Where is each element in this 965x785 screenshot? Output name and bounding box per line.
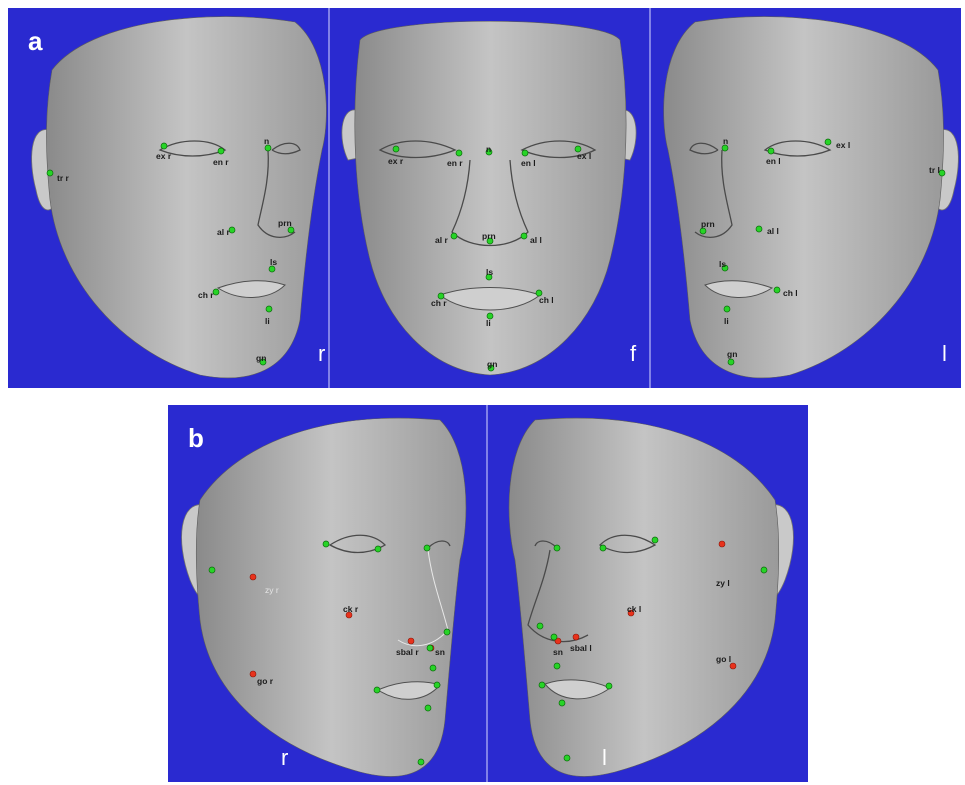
- landmark-point-unlabeled: [434, 682, 440, 688]
- landmark-point-unlabeled: [554, 545, 560, 551]
- landmark-point-li: [724, 306, 730, 312]
- landmark-point-unlabeled: [551, 634, 557, 640]
- landmark-point-unlabeled: [323, 541, 329, 547]
- landmark-label-sn: sn: [435, 647, 445, 657]
- landmark-label-al-l: al l: [767, 226, 779, 236]
- landmark-point-en-r: [456, 150, 462, 156]
- landmark-label-li: li: [265, 316, 270, 326]
- landmark-point-unlabeled: [425, 705, 431, 711]
- landmark-label-go-r: go r: [257, 676, 274, 686]
- landmark-label-ch-l: ch l: [539, 295, 554, 305]
- landmark-label-prn: prn: [701, 219, 715, 229]
- landmark-label-sn: sn: [553, 647, 563, 657]
- landmark-point-unlabeled: [564, 755, 570, 761]
- landmark-point-al-l: [756, 226, 762, 232]
- landmark-label-al-r: al r: [435, 235, 448, 245]
- landmark-label-en-r: en r: [213, 157, 229, 167]
- landmark-point-unlabeled: [554, 663, 560, 669]
- landmark-label-sbal-l: sbal l: [570, 643, 592, 653]
- landmark-label-en-r: en r: [447, 158, 463, 168]
- landmark-point-unlabeled: [375, 546, 381, 552]
- landmark-label-n: n: [723, 136, 728, 146]
- landmark-point-unlabeled: [418, 759, 424, 765]
- view-label-r: r: [281, 745, 288, 770]
- landmark-point-ex-r: [161, 143, 167, 149]
- landmark-point-unlabeled: [537, 623, 543, 629]
- landmark-label-gn: gn: [727, 349, 737, 359]
- landmark-label-al-l: al l: [530, 235, 542, 245]
- landmark-point-gn: [728, 359, 734, 365]
- view-label-r: r: [318, 341, 325, 366]
- landmark-label-en-l: en l: [521, 158, 536, 168]
- panel-label-a: a: [28, 26, 43, 56]
- landmark-label-sbal-r: sbal r: [396, 647, 419, 657]
- landmark-point-unlabeled: [427, 645, 433, 651]
- landmark-point-zy-r: [250, 574, 256, 580]
- landmark-point-unlabeled: [559, 700, 565, 706]
- landmark-point-al-l: [521, 233, 527, 239]
- landmark-point-en-r: [218, 148, 224, 154]
- landmark-label-ck-l: ck l: [627, 604, 641, 614]
- landmark-point-li: [266, 306, 272, 312]
- landmark-point-al-r: [229, 227, 235, 233]
- landmark-label-ex-r: ex r: [156, 151, 172, 161]
- landmark-point-ex-r: [393, 146, 399, 152]
- landmark-point-ch-r: [213, 289, 219, 295]
- landmark-point-unlabeled: [606, 683, 612, 689]
- panel-a: a ex ren rntr: [8, 8, 961, 388]
- landmark-label-li: li: [486, 318, 491, 328]
- landmark-point-zy-l: [719, 541, 725, 547]
- landmark-point-en-l: [768, 148, 774, 154]
- landmark-label-ch-r: ch r: [431, 298, 447, 308]
- landmark-point-unlabeled: [430, 665, 436, 671]
- landmark-point-unlabeled: [761, 567, 767, 573]
- landmark-label-n: n: [486, 144, 491, 154]
- landmark-point-unlabeled: [444, 629, 450, 635]
- landmark-point-tr-r: [47, 170, 53, 176]
- landmark-point-unlabeled: [374, 687, 380, 693]
- landmark-label-tr-r: tr r: [57, 173, 70, 183]
- landmark-label-n: n: [264, 136, 269, 146]
- landmark-point-unlabeled: [652, 537, 658, 543]
- landmark-label-ex-l: ex l: [836, 140, 850, 150]
- landmark-point-go-r: [250, 671, 256, 677]
- landmark-point-sbal-l: [573, 634, 579, 640]
- landmark-point-al-r: [451, 233, 457, 239]
- landmark-label-ex-r: ex r: [388, 156, 404, 166]
- landmark-label-ls: ls: [719, 259, 726, 269]
- view-label-l: l: [602, 745, 607, 770]
- landmark-label-prn: prn: [278, 218, 292, 228]
- landmark-label-zy-r: zy r: [265, 585, 279, 595]
- landmark-point-unlabeled: [424, 545, 430, 551]
- landmark-point-en-l: [522, 150, 528, 156]
- panel-b: b zy r ck r sbal r sn go r zy l ck l sn sbal l go…: [168, 405, 808, 782]
- landmark-label-li: li: [724, 316, 729, 326]
- landmark-label-ex-l: ex l: [577, 151, 591, 161]
- landmark-point-unlabeled: [539, 682, 545, 688]
- panel-label-b: b: [188, 423, 204, 453]
- landmark-label-al-r: al r: [217, 227, 230, 237]
- landmark-label-prn: prn: [482, 231, 496, 241]
- landmark-point-ch-l: [774, 287, 780, 293]
- landmark-point-sbal-r: [408, 638, 414, 644]
- landmark-label-en-l: en l: [766, 156, 781, 166]
- view-label-l: l: [942, 341, 947, 366]
- landmark-point-unlabeled: [600, 545, 606, 551]
- landmark-label-tr-l: tr l: [929, 165, 940, 175]
- landmark-label-zy-l: zy l: [716, 578, 730, 588]
- landmark-label-ch-l: ch l: [783, 288, 798, 298]
- landmark-label-ck-r: ck r: [343, 604, 359, 614]
- landmark-label-gn: gn: [487, 359, 497, 369]
- landmark-point-unlabeled: [209, 567, 215, 573]
- landmark-label-ch-r: ch r: [198, 290, 214, 300]
- landmark-point-ex-l: [825, 139, 831, 145]
- landmark-label-gn: gn: [256, 353, 266, 363]
- landmark-label-go-l: go l: [716, 654, 731, 664]
- view-label-f: f: [630, 341, 637, 366]
- landmark-label-ls: ls: [486, 267, 493, 277]
- landmark-label-ls: ls: [270, 257, 277, 267]
- landmark-point-tr-l: [939, 170, 945, 176]
